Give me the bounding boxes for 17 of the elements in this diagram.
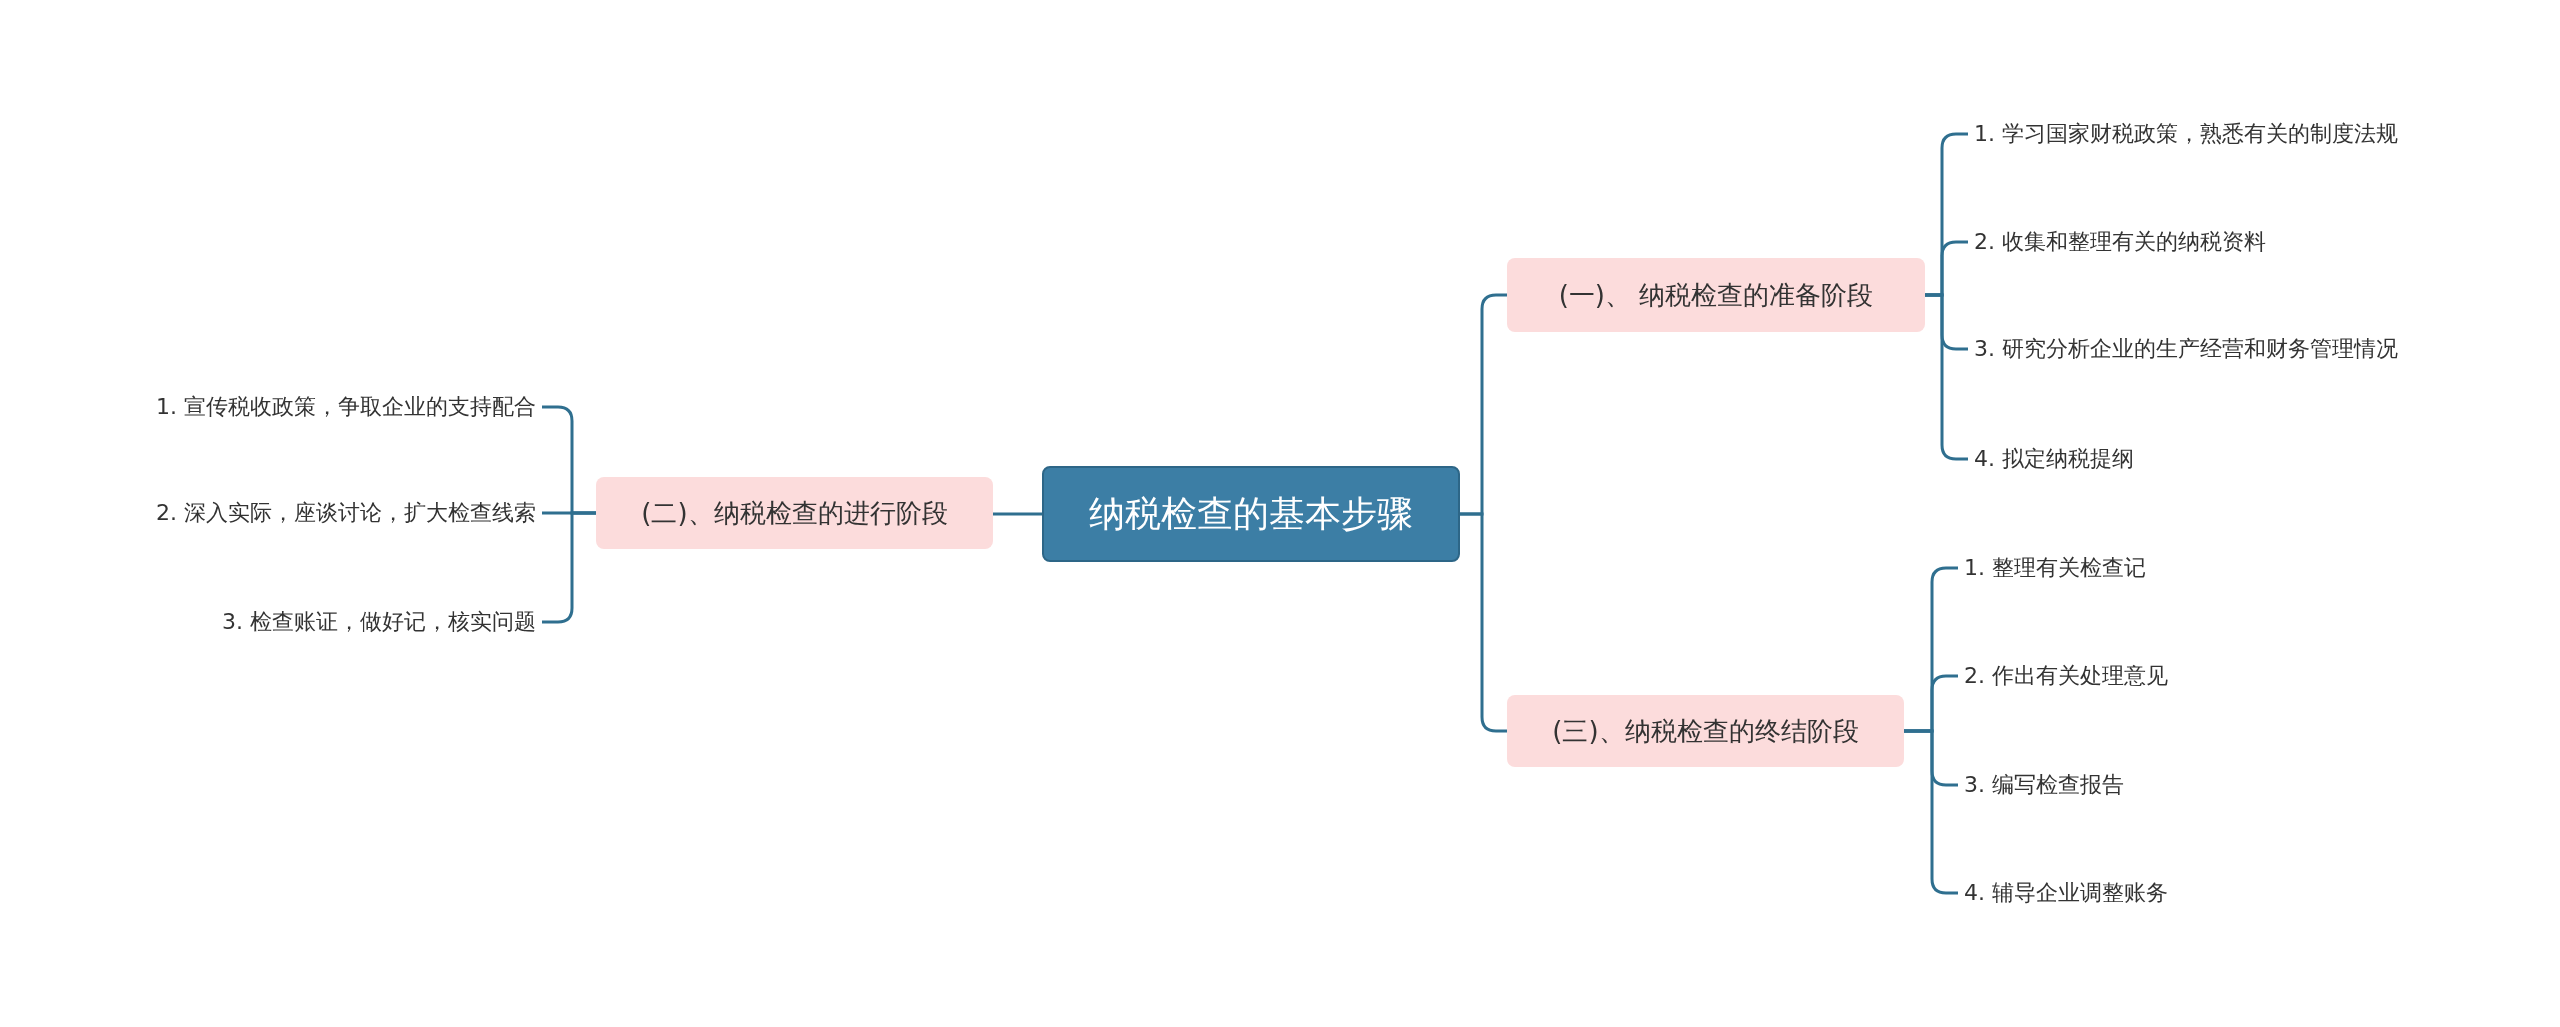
subtopic-text: 2. 深入实际，座谈讨论，扩大检查线索 bbox=[150, 496, 542, 530]
subtopic-text: 2. 收集和整理有关的纳税资料 bbox=[1968, 225, 2272, 259]
central-topic-box: 纳税检查的基本步骤 bbox=[1042, 466, 1460, 562]
subtopic-text: 3. 编写检查报告 bbox=[1958, 768, 2130, 802]
topic-box: (二)、纳税检查的进行阶段 bbox=[596, 477, 993, 549]
subtopic-text: 2. 作出有关处理意见 bbox=[1958, 659, 2174, 693]
topic-box: (三)、纳税检查的终结阶段 bbox=[1507, 695, 1904, 767]
subtopic-text: 3. 检查账证，做好记，核实问题 bbox=[216, 605, 542, 639]
subtopic-text: 1. 宣传税收政策，争取企业的支持配合 bbox=[150, 390, 542, 424]
connector-line bbox=[1460, 512, 1507, 733]
subtopic-text: 4. 辅导企业调整账务 bbox=[1958, 876, 2174, 910]
subtopic-text: 4. 拟定纳税提纲 bbox=[1968, 442, 2140, 476]
subtopic-text: 1. 学习国家财税政策，熟悉有关的制度法规 bbox=[1968, 117, 2404, 151]
connector-line bbox=[993, 512, 1042, 516]
subtopic-text: 3. 研究分析企业的生产经营和财务管理情况 bbox=[1968, 332, 2404, 366]
subtopic-text: 1. 整理有关检查记 bbox=[1958, 551, 2152, 585]
topic-box: (一)、 纳税检查的准备阶段 bbox=[1507, 258, 1925, 332]
